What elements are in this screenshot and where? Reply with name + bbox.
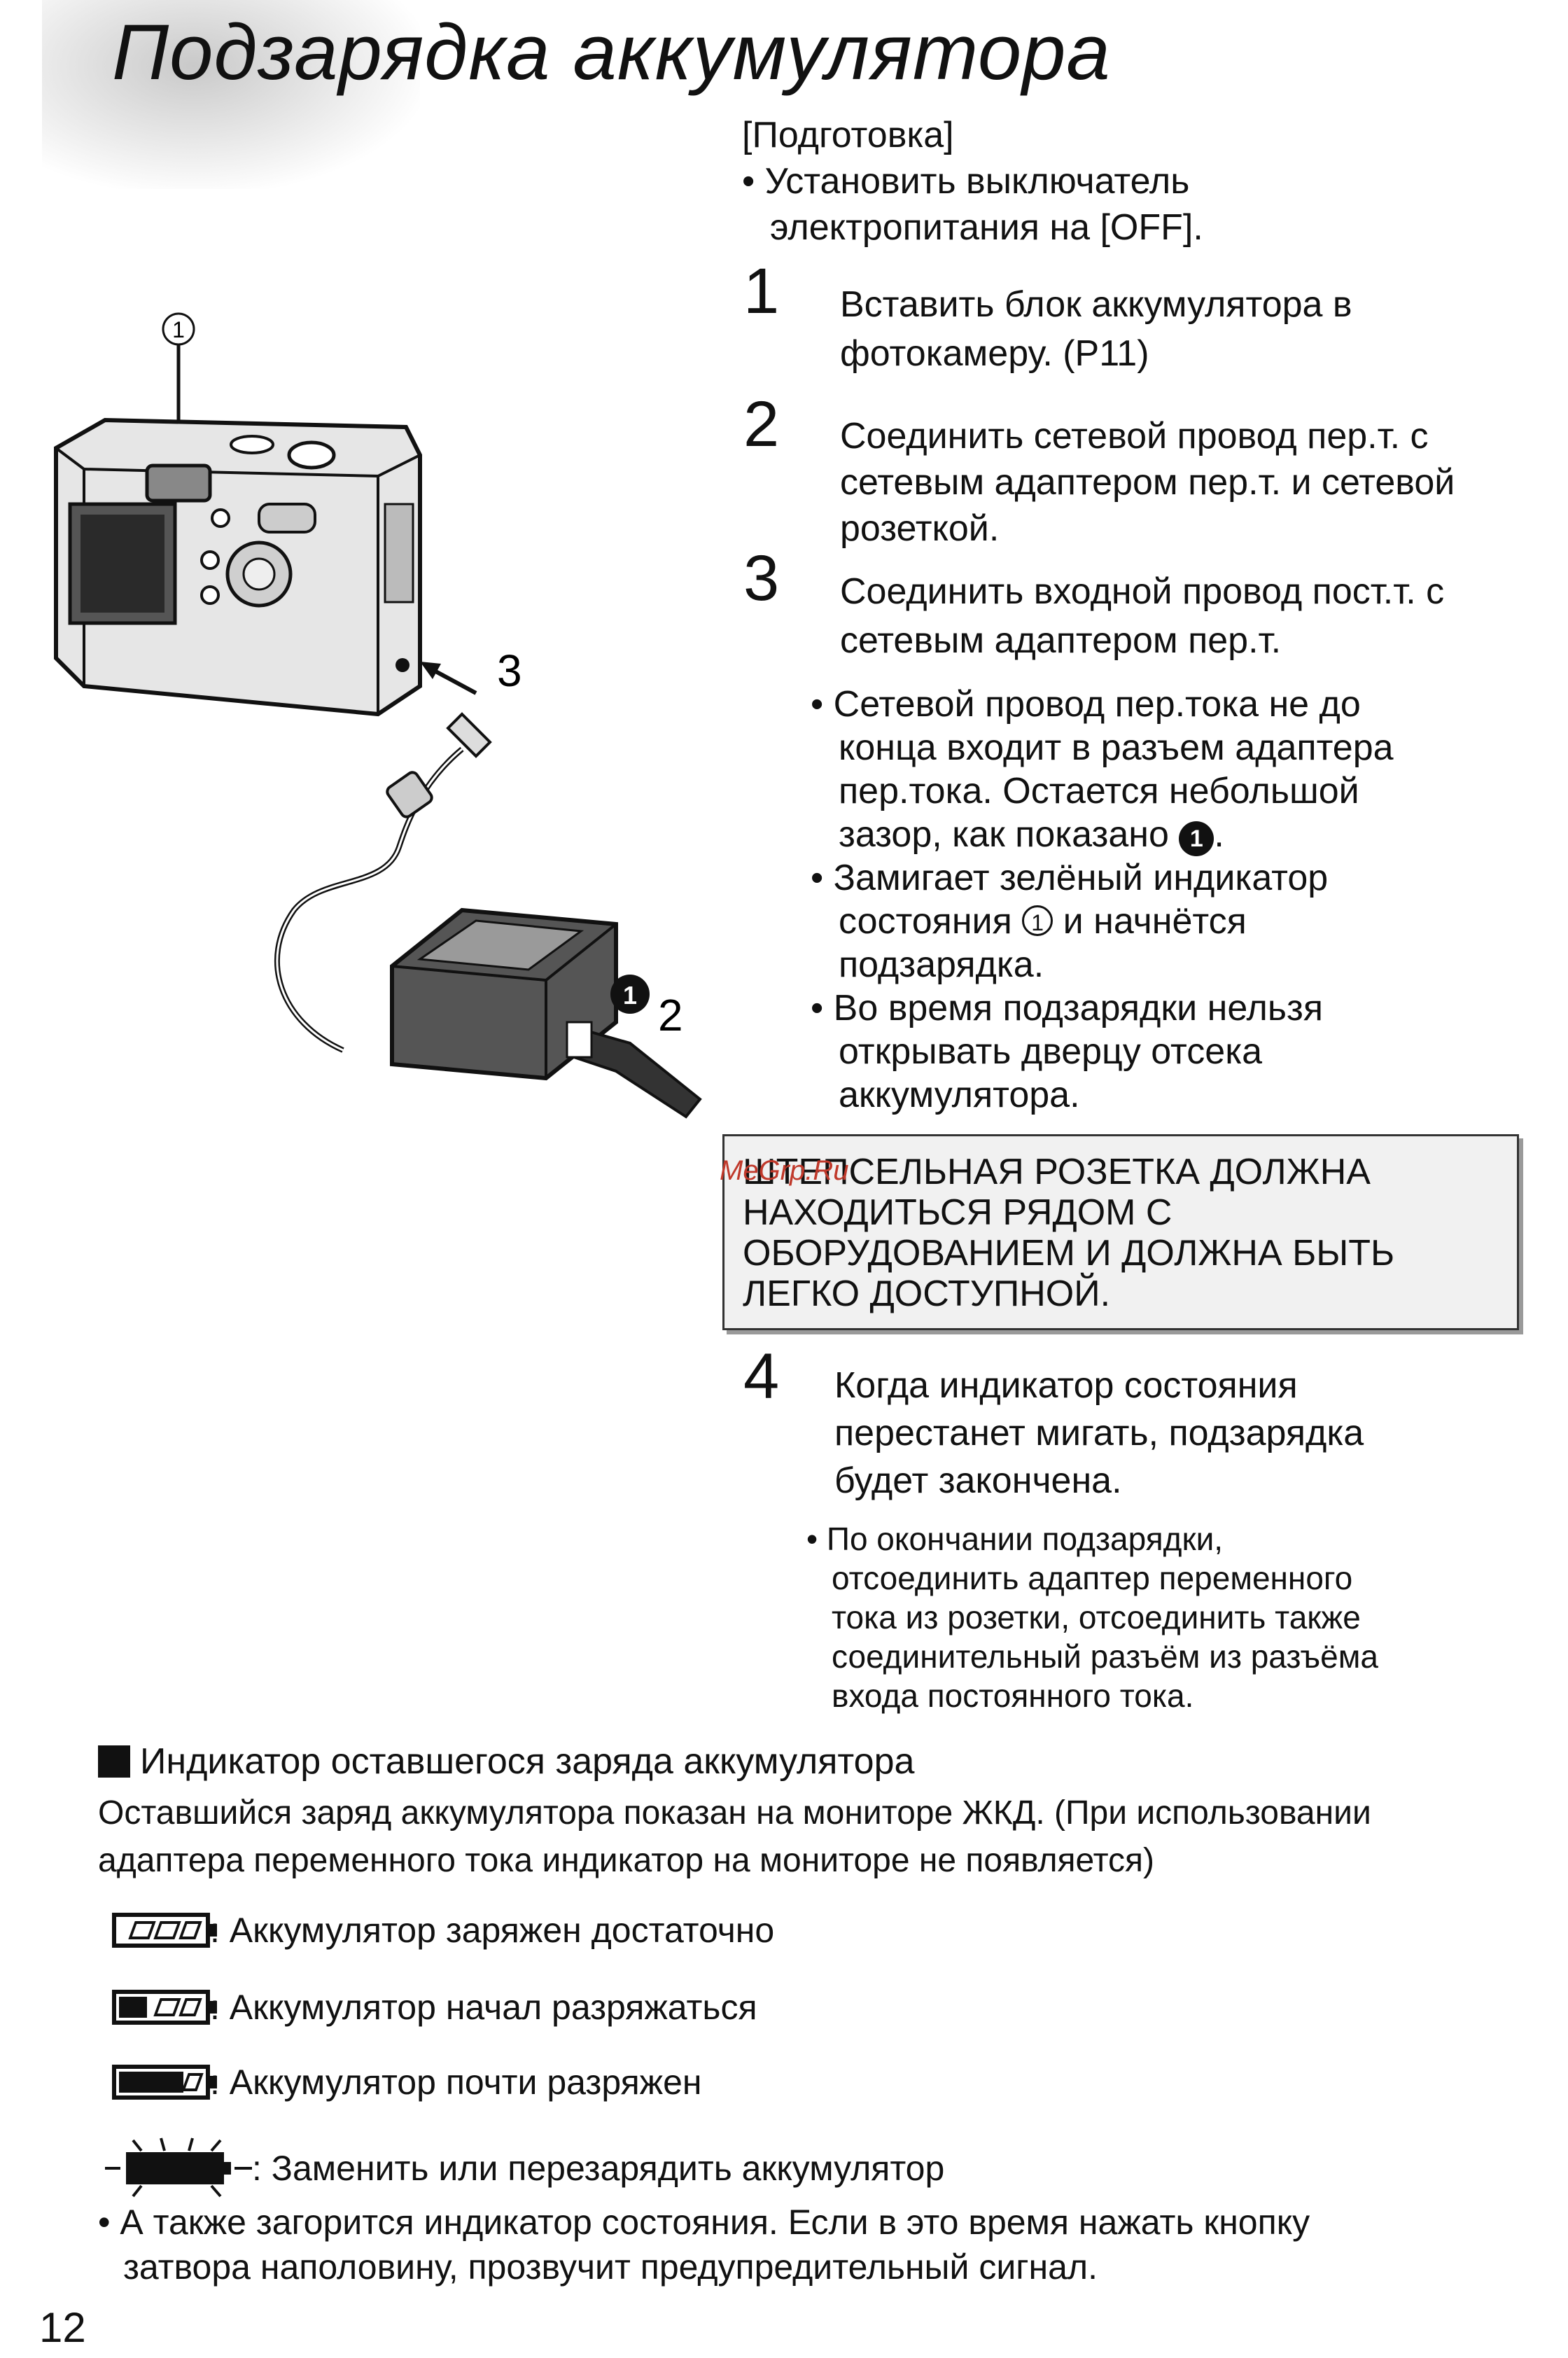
figure-label-3: 3 — [497, 646, 522, 696]
step-4-line2: перестанет мигать, подзарядка — [834, 1413, 1364, 1453]
battery-note-line2: затвора наполовину, прозвучит предупреди… — [123, 2247, 1098, 2287]
step-4-line1: Когда индикатор состояния — [834, 1365, 1298, 1406]
battery-empty-text: : Заменить или перезарядить аккумулятор — [252, 2149, 945, 2188]
step-1-number: 1 — [743, 256, 780, 327]
preparation-line1: • Установить выключатель — [742, 161, 1190, 202]
preparation-label: [Подготовка] — [742, 115, 954, 155]
warning-line1: ШТЕПСЕЛЬНАЯ РОЗЕТКА ДОЛЖНА — [743, 1152, 1371, 1192]
step-3-text: Соединить входной провод пост.т. с сетев… — [840, 567, 1444, 665]
bullet-2-line2a: состояния — [839, 901, 1012, 942]
preparation: [Подготовка] • Установить выключатель эл… — [742, 112, 1203, 251]
battery-note-line1: • А также загорится индикатор состояния.… — [98, 2203, 1310, 2242]
bullet-3-line3: аккумулятора. — [839, 1075, 1080, 1115]
callout-black-1-label: 1 — [623, 981, 637, 1010]
bullet-2-line2b: и начнётся — [1063, 901, 1247, 942]
shutter-button — [287, 440, 336, 470]
preparation-line2: электропитания на [OFF]. — [770, 207, 1203, 248]
step-3-line1: Соединить входной провод пост.т. с — [840, 571, 1445, 612]
battery-discharging-text: : Аккумулятор начал разряжаться — [210, 1988, 757, 2027]
battery-para-line1: Оставшийся заряд аккумулятора показан на… — [98, 1794, 1371, 1832]
bullet-2-line3: подзарядка. — [839, 944, 1044, 985]
viewfinder — [145, 463, 212, 503]
warning-line2: НАХОДИТЬСЯ РЯДОМ С — [743, 1192, 1172, 1233]
bullet-1-line1: • Сетевой провод пер.тока не до — [811, 684, 1361, 725]
step-4-bullet: • По окончании подзарядки, отсоединить а… — [806, 1519, 1378, 1715]
bullet-2-line1: • Замигает зелёный индикатор — [811, 858, 1329, 898]
step-2-line3: розеткой. — [840, 508, 1000, 549]
battery-full-icon — [112, 1913, 217, 1948]
bullet-1-line3: пер.тока. Остается небольшой — [839, 771, 1359, 811]
step-4-number: 4 — [743, 1341, 780, 1412]
step-2-line2: сетевым адаптером пер.т. и сетевой — [840, 462, 1455, 503]
step-2-line1: Соединить сетевой провод пер.т. с — [840, 416, 1429, 456]
battery-discharging-icon — [112, 1990, 217, 2025]
battery-full-text: : Аккумулятор заряжен достаточно — [210, 1911, 775, 1950]
callout-black-1-inline: 1 — [1179, 821, 1214, 856]
step-4-line3: будет закончена. — [834, 1460, 1122, 1501]
callout-black-1 — [610, 975, 650, 1014]
cable-ferrite — [386, 771, 433, 818]
step-4-bullet-line5: входа постоянного тока. — [832, 1677, 1194, 1714]
circle-1-inline: 1 — [1022, 905, 1054, 936]
step-4-bullet-line1: • По окончании подзарядки, — [806, 1521, 1224, 1557]
heading-square-icon — [98, 1745, 130, 1778]
step-2-text: Соединить сетевой провод пер.т. с сетевы… — [840, 413, 1455, 552]
step-4-bullet-line2: отсоединить адаптер переменного — [832, 1560, 1353, 1596]
warning-box: ШТЕПСЕЛЬНАЯ РОЗЕТКА ДОЛЖНА НАХОДИТЬСЯ РЯ… — [722, 1134, 1519, 1330]
figure-label-2: 2 — [658, 990, 683, 1040]
watermark: MeGrp.Ru — [720, 1155, 849, 1186]
bullet-1-line4: зазор, как показано — [839, 814, 1169, 855]
warning-line4: ЛЕГКО ДОСТУПНОЙ. — [743, 1274, 1111, 1314]
step-2-number: 2 — [743, 389, 780, 460]
step-1-line2: фотокамеру. (P11) — [840, 333, 1149, 374]
battery-heading-text: Индикатор оставшегося заряда аккумулятор… — [140, 1741, 915, 1782]
battery-level-full: : Аккумулятор заряжен достаточно — [112, 1910, 774, 1951]
bullet-3-line1: • Во время подзарядки нельзя — [811, 988, 1323, 1028]
bullet-1-end: . — [1214, 814, 1224, 855]
battery-low-text: : Аккумулятор почти разряжен — [210, 2063, 702, 2102]
step-3-number: 3 — [743, 543, 780, 614]
page-number: 12 — [39, 2304, 86, 2351]
step-4-bullet-line4: соединительный разъём из разъёма — [832, 1638, 1378, 1675]
battery-level-empty: : Заменить или перезарядить аккумулятор — [105, 2137, 944, 2200]
callout-circle-1-label: 1 — [172, 317, 185, 342]
camera-charging-illustration: 1 3 1 2 — [54, 312, 702, 1119]
step-1-line1: Вставить блок аккумулятора в — [840, 284, 1352, 325]
step-1-text: Вставить блок аккумулятора в фотокамеру.… — [840, 280, 1352, 378]
battery-empty-blinking-icon — [105, 2137, 252, 2198]
battery-low-icon — [112, 2065, 217, 2100]
battery-note: • А также загорится индикатор состояния.… — [98, 2200, 1310, 2289]
battery-section-heading: Индикатор оставшегося заряда аккумулятор… — [98, 1740, 914, 1783]
title-shade — [42, 0, 420, 189]
mains-cord — [572, 1027, 702, 1119]
step-4-text: Когда индикатор состояния перестанет миг… — [834, 1362, 1364, 1505]
battery-level-low: : Аккумулятор почти разряжен — [112, 2062, 702, 2102]
battery-para-line2: адаптера переменного тока индикатор на м… — [98, 1842, 1155, 1879]
bullet-1-line2: конца входит в разъем адаптера — [839, 727, 1394, 768]
battery-level-discharging: : Аккумулятор начал разряжаться — [112, 1987, 757, 2028]
page-title: Подзарядка аккумулятора — [112, 8, 1111, 96]
bullet-3-line2: открывать дверцу отсека — [839, 1031, 1263, 1072]
step-4-bullet-line3: тока из розетки, отсоединить также — [832, 1599, 1361, 1635]
battery-section-paragraph: Оставшийся заряд аккумулятора показан на… — [98, 1790, 1371, 1885]
warning-line3: ОБОРУДОВАНИЕМ И ДОЛЖНА БЫТЬ — [743, 1233, 1395, 1274]
step-3-bullets: • Сетевой провод пер.тока не до конца вх… — [811, 683, 1394, 1117]
dc-plug — [446, 712, 492, 758]
step-3-line2: сетевым адаптером пер.т. — [840, 620, 1282, 661]
